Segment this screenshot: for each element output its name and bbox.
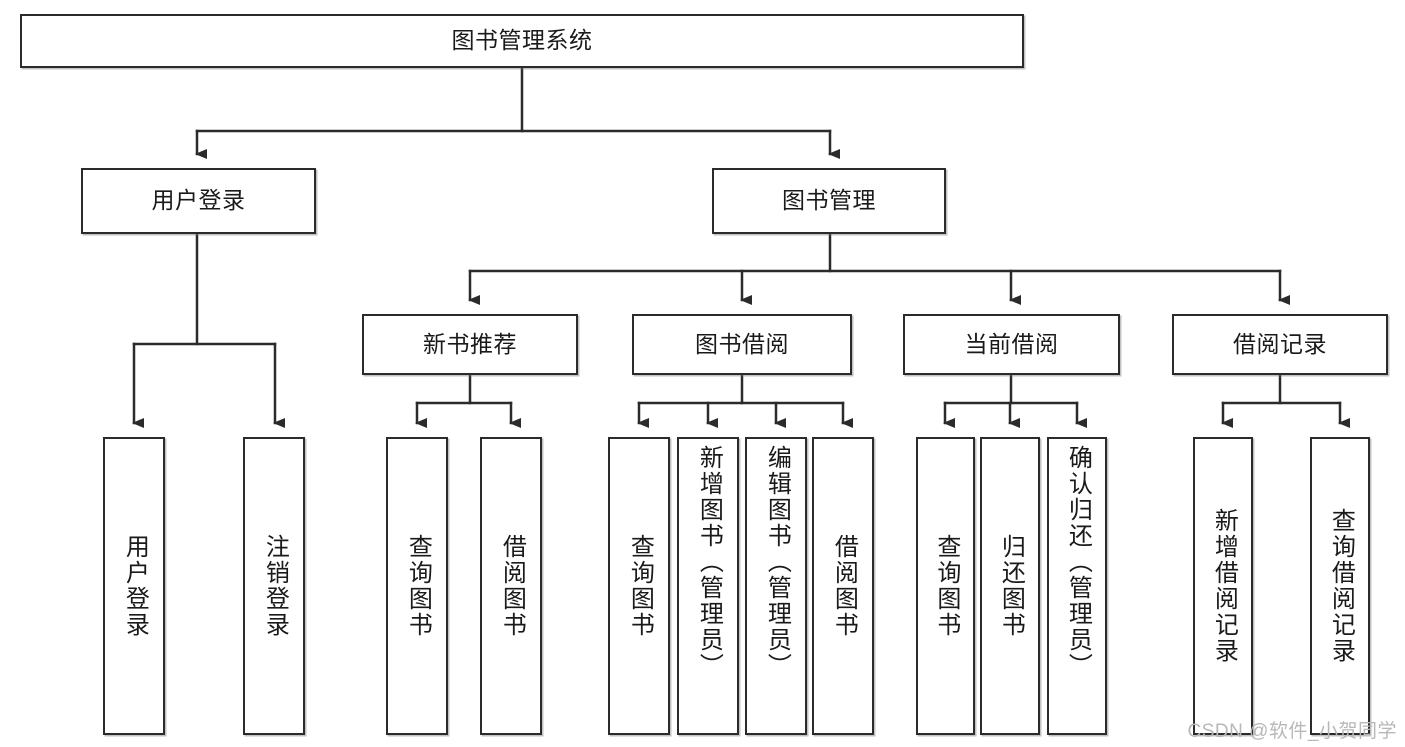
node-leaf-query-book-2[interactable]: 查询图书 xyxy=(608,437,670,735)
node-leaf-return-book-label: 归还图书 xyxy=(997,534,1025,638)
node-new-book-rec-label: 新书推荐 xyxy=(423,330,517,357)
node-leaf-logout[interactable]: 注销登录 xyxy=(243,437,305,735)
node-leaf-edit-book-label: 编辑图书（管理员） xyxy=(763,445,791,679)
node-leaf-edit-book[interactable]: 编辑图书（管理员） xyxy=(745,437,807,735)
node-root-label: 图书管理系统 xyxy=(451,27,593,54)
node-leaf-confirm-return-label: 确认归还（管理员） xyxy=(1064,445,1092,679)
node-new-book-rec[interactable]: 新书推荐 xyxy=(362,314,578,375)
node-leaf-user-login-label: 用户登录 xyxy=(121,534,149,638)
node-root[interactable]: 图书管理系统 xyxy=(20,14,1024,68)
node-book-manage[interactable]: 图书管理 xyxy=(712,168,946,234)
node-leaf-query-record-label: 查询借阅记录 xyxy=(1327,508,1355,664)
node-leaf-borrow-book-1[interactable]: 借阅图书 xyxy=(480,437,542,735)
node-leaf-borrow-book-2-label: 借阅图书 xyxy=(830,534,858,638)
node-leaf-return-book[interactable]: 归还图书 xyxy=(980,437,1040,735)
node-leaf-add-record-label: 新增借阅记录 xyxy=(1210,508,1238,664)
node-leaf-add-book[interactable]: 新增图书（管理员） xyxy=(677,437,739,735)
node-current-borrow[interactable]: 当前借阅 xyxy=(903,314,1120,375)
node-leaf-borrow-book-1-label: 借阅图书 xyxy=(498,534,526,638)
node-leaf-add-record[interactable]: 新增借阅记录 xyxy=(1193,437,1253,735)
node-leaf-add-book-label: 新增图书（管理员） xyxy=(695,445,723,679)
node-leaf-query-book-3-label: 查询图书 xyxy=(932,534,960,638)
node-leaf-confirm-return[interactable]: 确认归还（管理员） xyxy=(1047,437,1107,735)
csdn-watermark: CSDN @软件_小贺同学 xyxy=(1187,721,1397,742)
node-book-borrow-label: 图书借阅 xyxy=(695,330,789,357)
node-leaf-logout-label: 注销登录 xyxy=(261,534,289,638)
node-leaf-query-book-1[interactable]: 查询图书 xyxy=(386,437,448,735)
node-leaf-query-book-1-label: 查询图书 xyxy=(404,534,432,638)
node-leaf-borrow-book-2[interactable]: 借阅图书 xyxy=(812,437,874,735)
node-leaf-query-book-2-label: 查询图书 xyxy=(626,534,654,638)
node-borrow-record-label: 借阅记录 xyxy=(1233,330,1327,357)
node-book-borrow[interactable]: 图书借阅 xyxy=(632,314,852,375)
node-leaf-query-book-3[interactable]: 查询图书 xyxy=(916,437,975,735)
node-user-login-label: 用户登录 xyxy=(151,187,246,214)
node-user-login[interactable]: 用户登录 xyxy=(81,168,316,234)
node-book-manage-label: 图书管理 xyxy=(782,187,876,214)
node-leaf-query-record[interactable]: 查询借阅记录 xyxy=(1310,437,1370,735)
node-current-borrow-label: 当前借阅 xyxy=(964,330,1059,357)
node-borrow-record[interactable]: 借阅记录 xyxy=(1172,314,1388,375)
node-leaf-user-login[interactable]: 用户登录 xyxy=(103,437,165,735)
